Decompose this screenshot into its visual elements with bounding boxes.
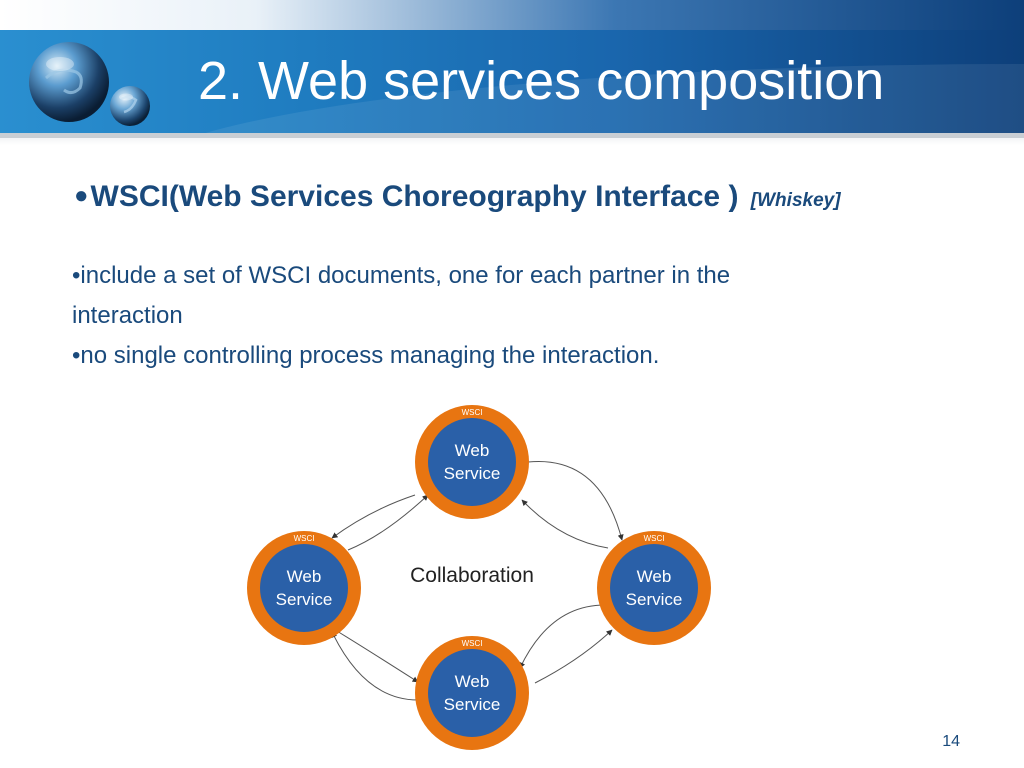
banner-top-strip [0, 0, 1024, 30]
arrow [331, 494, 416, 539]
heading-text: WSCI(Web Services Choreography Interface… [90, 180, 739, 213]
title-banner: 2. Web services composition [0, 0, 1024, 145]
node-label-line2: Service [276, 590, 333, 609]
bullet-point: •include a set of WSCI documents, one fo… [72, 262, 731, 289]
page-number: 14 [942, 733, 960, 750]
web-service-node: WSCI Web Service [597, 531, 711, 645]
web-service-node: WSCI Web Service [247, 531, 361, 645]
collaboration-label: Collaboration [410, 564, 534, 587]
wsci-tag: WSCI [644, 534, 665, 543]
node-label-line2: Service [626, 590, 683, 609]
node-label-line1: Web [455, 672, 490, 691]
banner-shadow [0, 138, 1024, 145]
wsci-tag: WSCI [294, 534, 315, 543]
arrow [534, 629, 613, 684]
arrow [331, 631, 419, 701]
collaboration-diagram: Collaboration WSCI Web Service WSCI Web … [247, 405, 711, 750]
bullet-icon: ● [74, 182, 89, 209]
node-label-line1: Web [637, 567, 672, 586]
node-label-line1: Web [287, 567, 322, 586]
node-label-line2: Service [444, 695, 501, 714]
heading-tag: [Whiskey] [750, 190, 841, 211]
arrow [347, 494, 429, 551]
bullet-point-continuation: interaction [72, 302, 183, 329]
web-service-node: WSCI Web Service [415, 636, 529, 750]
main-bullet-heading: ●WSCI(Web Services Choreography Interfac… [74, 176, 841, 221]
arrow [521, 499, 609, 549]
web-service-node: WSCI Web Service [415, 405, 529, 519]
bullet-point: •no single controlling process managing … [72, 342, 660, 369]
slide-title: 2. Web services composition [198, 51, 885, 111]
banner-main [0, 30, 1024, 133]
banner-rule [0, 133, 1024, 138]
wsci-tag: WSCI [462, 408, 483, 417]
globe-logo-icon [29, 42, 150, 126]
arrow [519, 604, 606, 669]
wsci-tag: WSCI [462, 639, 483, 648]
node-label-line2: Service [444, 464, 501, 483]
arrow [527, 460, 624, 541]
node-label-line1: Web [455, 441, 490, 460]
